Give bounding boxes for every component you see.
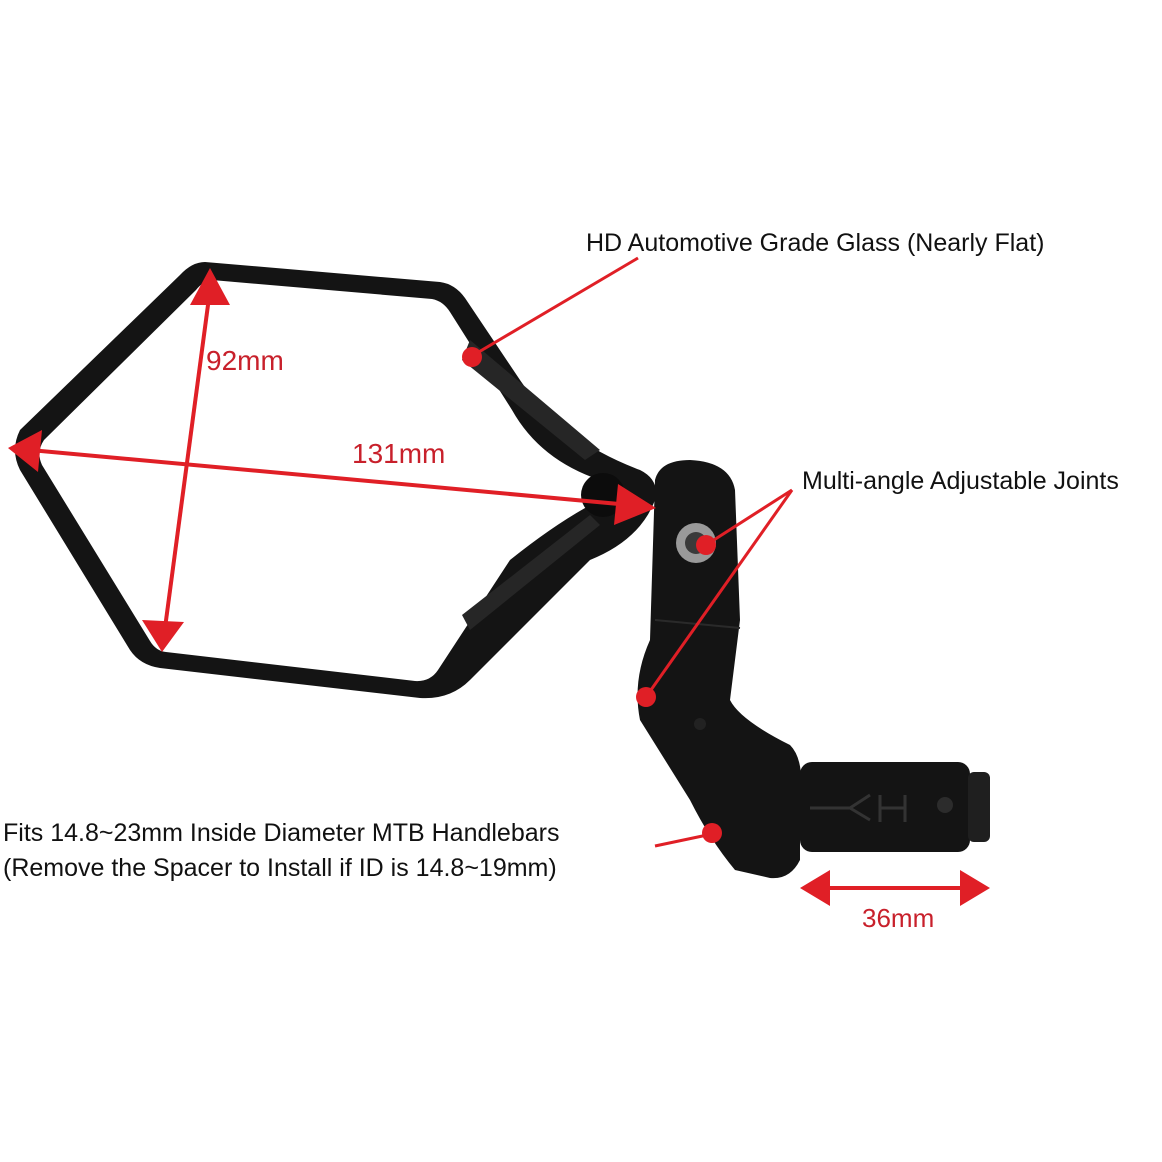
frame-rib — [462, 340, 600, 460]
joints-leader — [636, 488, 794, 707]
fit-label-line2: (Remove the Spacer to Install if ID is 1… — [3, 854, 557, 882]
dimension-36mm-arrow — [800, 870, 990, 906]
width-dimension-label: 131mm — [352, 438, 446, 469]
mirror-arm — [637, 460, 802, 879]
bar-end-plug — [800, 762, 990, 852]
fit-label-line1: Fits 14.8~23mm Inside Diameter MTB Handl… — [3, 819, 560, 847]
glass-leader — [462, 256, 639, 367]
dimension-92mm-arrow — [142, 268, 230, 652]
dimension-131mm-arrow — [8, 430, 656, 525]
plug-length-dimension-label: 36mm — [862, 903, 935, 933]
height-dimension-label: 92mm — [206, 345, 284, 376]
joints-label: Multi-angle Adjustable Joints — [802, 467, 1119, 495]
glass-label: HD Automotive Grade Glass (Nearly Flat) — [586, 229, 1045, 257]
frame-rib — [462, 515, 600, 630]
fit-leader — [654, 823, 722, 848]
mirror-head — [15, 262, 656, 699]
pivot-ball — [581, 473, 625, 517]
